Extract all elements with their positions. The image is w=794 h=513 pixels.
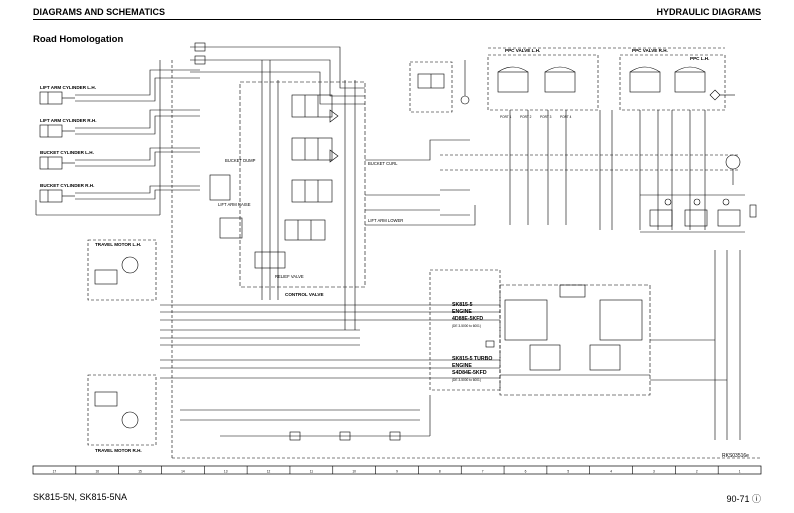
zone-number: 15 xyxy=(138,469,142,473)
zone-number: 1 xyxy=(739,469,741,473)
drawing-reference-code: RKS03516e xyxy=(722,453,749,459)
label-ppc-valve-lh: PPC VALVE L.H. xyxy=(505,48,540,53)
header-section-title: DIAGRAMS AND SCHEMATICS xyxy=(33,7,165,17)
label-bucket-cylinder-lh: BUCKET CYLINDER L.H. xyxy=(40,150,94,155)
ppc-valve-rh-body xyxy=(619,54,726,111)
label-travel-motor-rh: TRAVEL MOTOR R.H. xyxy=(95,448,142,453)
diagram-title: Road Homologation xyxy=(33,34,124,45)
label-engine-b-note: (DE 3-5000 to 6001) xyxy=(452,378,481,382)
zone-number: 7 xyxy=(482,469,484,473)
label-bucket-dump: BUCKET DUMP xyxy=(225,158,256,163)
label-lift-arm-cylinder-rh: LIFT ARM CYLINDER R.H. xyxy=(40,118,96,123)
right-valve-cluster xyxy=(649,198,741,227)
label-engine-a-line1: SK815-5 xyxy=(452,302,473,308)
zone-number-row: 17 16 15 14 13 12 11 10 9 8 7 6 5 4 3 2 1 xyxy=(53,466,741,474)
label-port-2: PORT 2 xyxy=(520,115,532,119)
label-bucket-curl: BUCKET CURL xyxy=(368,161,398,166)
label-control-valve: CONTROL VALVE xyxy=(285,292,324,297)
bucket-cylinder-lh xyxy=(39,156,75,170)
header-chapter-title: HYDRAULIC DIAGRAMS xyxy=(656,7,762,17)
header-rule xyxy=(33,19,761,20)
label-port-4: PORT 4 xyxy=(560,115,572,119)
ppc-valve-lh-body xyxy=(487,54,599,111)
label-engine-b-line1: SK815-5 TURBO xyxy=(452,356,492,362)
label-ppc-lh: PPC L.H. xyxy=(690,56,709,61)
footer-model-names: SK815-5N, SK815-5NA xyxy=(33,492,128,502)
label-relief-valve: RELIEF VALVE xyxy=(275,274,304,279)
zone-number: 2 xyxy=(696,469,698,473)
zone-number: 11 xyxy=(310,469,314,473)
control-valve xyxy=(209,81,366,288)
zone-number: 10 xyxy=(352,469,356,473)
label-bucket-cylinder-rh: BUCKET CYLINDER R.H. xyxy=(40,183,94,188)
zone-number: 13 xyxy=(224,469,228,473)
zone-number: 17 xyxy=(53,469,57,473)
label-lift-arm-cylinder-lh: LIFT ARM CYLINDER L.H. xyxy=(40,85,96,90)
zone-number: 12 xyxy=(267,469,271,473)
pilot-valve-top xyxy=(409,61,453,113)
label-engine-a-line3: 4D88E-5KFD xyxy=(452,316,483,322)
zone-number: 5 xyxy=(567,469,569,473)
label-port-3: PORT 3 xyxy=(540,115,552,119)
label-lift-arm-lower: LIFT ARM LOWER xyxy=(368,218,403,223)
zone-number: 6 xyxy=(525,469,527,473)
label-travel-motor-lh: TRAVEL MOTOR L.H. xyxy=(95,242,141,247)
footer-page-number: 90-71 ⓘ xyxy=(726,494,761,504)
travel-motor-lh xyxy=(87,239,157,301)
lift-arm-cylinder-lh xyxy=(39,91,75,105)
travel-motor-rh xyxy=(87,374,157,446)
zone-number: 9 xyxy=(396,469,398,473)
label-engine-a-note: (DE 3-5000 to 6001) xyxy=(452,324,481,328)
bucket-cylinder-rh xyxy=(39,189,75,203)
zone-number: 3 xyxy=(653,469,655,473)
engine-pump-block xyxy=(499,284,651,396)
label-engine-b-line3: S4D84E-5KFD xyxy=(452,370,487,376)
lift-arm-cylinder-rh xyxy=(39,124,75,138)
zone-number: 4 xyxy=(610,469,612,473)
zone-number: 8 xyxy=(439,469,441,473)
label-port-1: PORT 1 xyxy=(500,115,512,119)
zone-number: 16 xyxy=(95,469,99,473)
label-engine-a-line2: ENGINE xyxy=(452,309,472,315)
zone-number: 14 xyxy=(181,469,185,473)
label-engine-b-line2: ENGINE xyxy=(452,363,472,369)
label-ppc-valve-rh: PPC VALVE R.H. xyxy=(632,48,668,53)
label-lift-arm-raise: LIFT ARM RAISE xyxy=(218,202,251,207)
page-header: DIAGRAMS AND SCHEMATICS HYDRAULIC DIAGRA… xyxy=(33,6,761,22)
